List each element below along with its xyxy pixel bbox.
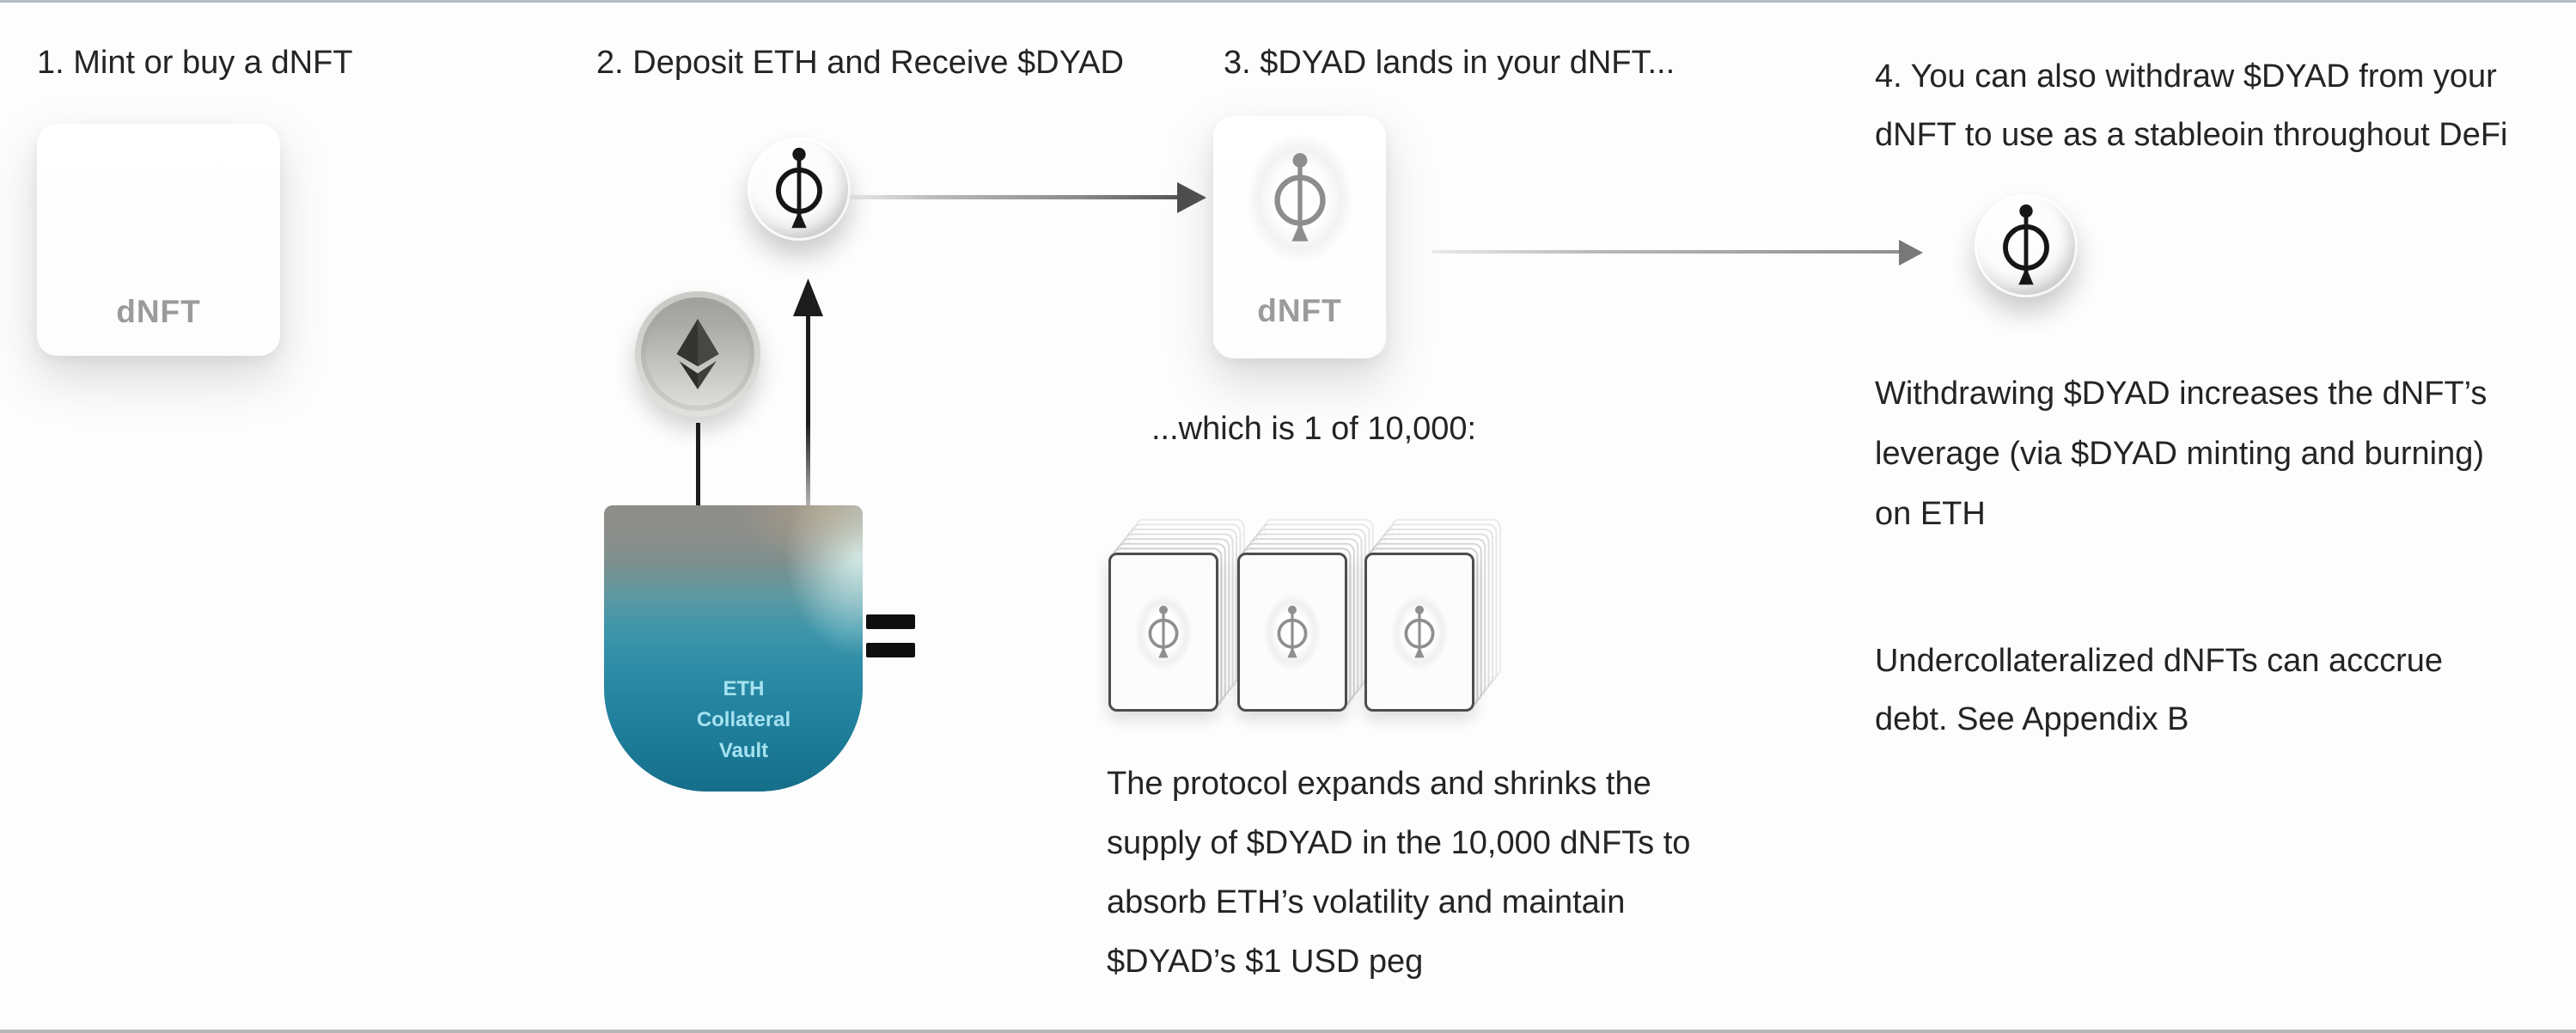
undercollateralized-line2: debt. See Appendix B (1875, 701, 2189, 737)
frame-bottom-line (0, 1030, 2576, 1033)
withdraw-paragraph-line1: Withdrawing $DYAD increases the dNFT’s (1875, 376, 2487, 412)
step4-title-line1: 4. You can also withdraw $DYAD from your (1875, 58, 2497, 95)
arrow-right-line-2 (1431, 250, 1901, 254)
vault-label-line3: Vault (718, 739, 769, 762)
dyad-logo-icon (1277, 605, 1308, 657)
dnft-card-with-dyad: dNFT (1213, 116, 1386, 358)
dyad-logo-icon (1404, 605, 1435, 657)
step1-title: 1. Mint or buy a dNFT (37, 45, 353, 81)
eth-coin (635, 291, 760, 417)
undercollateralized-line1: Undercollateralized dNFTs can acccrue (1875, 643, 2444, 679)
dyad-logo-icon (776, 147, 822, 229)
undercollateralized-paragraph: Undercollateralized dNFTs can acccrue de… (1875, 632, 2443, 749)
card-dyad-badge (1245, 133, 1354, 264)
card-dyad-badge (1134, 593, 1193, 671)
count-note: ...which is 1 of 10,000: (1151, 411, 1477, 447)
equals-sign (866, 614, 915, 659)
withdraw-paragraph: Withdrawing $DYAD increases the dNFT’s l… (1875, 364, 2487, 544)
step4-title-line2: dNFT to use as a stableoin throughout De… (1875, 117, 2508, 153)
arrow-down-line (696, 423, 700, 571)
vault-label-line1: ETH (723, 677, 765, 700)
dyad-coin-withdrawn (1975, 194, 2078, 297)
dnft-stack-3 (1364, 518, 1501, 712)
dnft-card-label: dNFT (1257, 293, 1342, 328)
frame-top-line (0, 0, 2576, 3)
eth-collateral-vault: ETH Collateral Vault (604, 505, 863, 792)
dyad-coin (748, 138, 851, 241)
arrow-up-line (806, 315, 810, 557)
dnft-stack-2 (1237, 518, 1374, 712)
vault-label: ETH Collateral Vault (697, 674, 791, 767)
eth-logo-icon (676, 319, 719, 389)
dyad-logo-icon (2003, 204, 2049, 285)
arrow-right-icon-1 (1177, 182, 1206, 213)
protocol-paragraph-line1: The protocol expands and shrinks the (1107, 766, 1651, 802)
card-dyad-badge (1263, 593, 1322, 671)
step4-title: 4. You can also withdraw $DYAD from your… (1875, 47, 2508, 164)
withdraw-paragraph-line3: on ETH (1875, 496, 1986, 532)
protocol-paragraph: The protocol expands and shrinks the sup… (1107, 755, 1690, 992)
dyad-logo-icon (1273, 153, 1326, 241)
arrow-right-line-1 (849, 195, 1179, 199)
step3-title: 3. $DYAD lands in your dNFT... (1224, 45, 1676, 81)
dnft-stack-1 (1108, 518, 1245, 712)
dyad-logo-icon (1148, 605, 1179, 657)
protocol-paragraph-line4: $DYAD’s $1 USD peg (1107, 944, 1424, 980)
dnft-card-empty: dNFT (37, 124, 280, 356)
protocol-paragraph-line3: absorb ETH’s volatility and maintain (1107, 884, 1626, 920)
arrow-right-icon-2 (1899, 240, 1923, 266)
dnft-card-label: dNFT (116, 294, 201, 329)
withdraw-paragraph-line2: leverage (via $DYAD minting and burning) (1875, 436, 2484, 472)
card-dyad-badge (1390, 593, 1449, 671)
step2-title: 2. Deposit ETH and Receive $DYAD (596, 45, 1124, 81)
arrow-up-icon (793, 278, 823, 316)
vault-label-line2: Collateral (696, 708, 791, 731)
protocol-paragraph-line2: supply of $DYAD in the 10,000 dNFTs to (1107, 825, 1691, 861)
